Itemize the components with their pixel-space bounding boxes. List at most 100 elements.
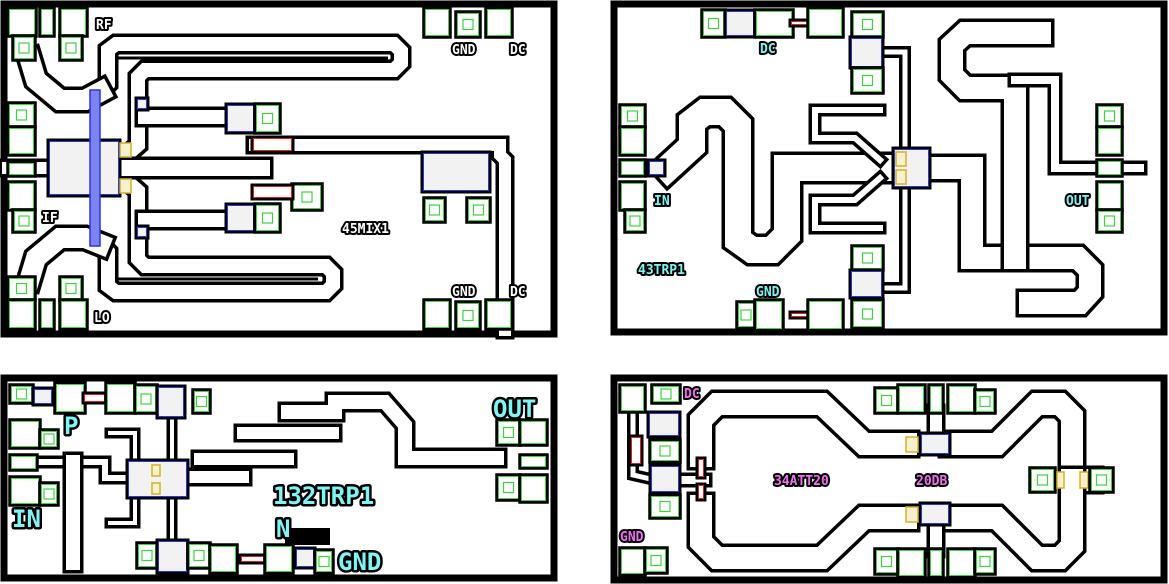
bond-pad-metal (41, 301, 53, 328)
via-icon (65, 282, 77, 295)
bond-pad-metal (621, 386, 644, 411)
bond-pad (8, 453, 39, 472)
via-icon (861, 252, 874, 264)
via-icon (659, 500, 671, 513)
via-icon (979, 555, 991, 568)
via-icon (428, 204, 441, 216)
panel-45mix1-labels: RF GND DC IF 45MIX1 GND DC LO (40, 16, 528, 328)
lo-hairpin-trace (90, 174, 340, 299)
bond-pad-metal (457, 13, 479, 36)
bond-pad (191, 388, 212, 415)
via-icon (979, 395, 991, 408)
label-in: IN (12, 505, 41, 533)
bond-pad (454, 300, 482, 331)
resistor-device (918, 501, 952, 527)
bias-line-trace (630, 409, 658, 483)
bond-pad-metal (809, 301, 842, 329)
bond-pad-metal (14, 37, 34, 59)
bond-pad-metal (809, 9, 842, 36)
bond-pad (518, 418, 549, 447)
bond-pad (648, 438, 682, 464)
bond-pad (484, 298, 514, 331)
label-n: N (276, 515, 290, 543)
bond-pad-metal (9, 301, 34, 328)
bond-pad (753, 8, 795, 39)
bond-pad (618, 546, 647, 577)
via-icon (65, 42, 77, 54)
bond-pad (927, 383, 945, 415)
via-icon (261, 112, 274, 125)
bond-pad (495, 418, 522, 447)
bond-pad-metal (756, 301, 782, 329)
resistor-film (253, 186, 292, 198)
panel-34att20-labels: DC GND 34ATT20 20DB (618, 385, 949, 547)
bond-pad (208, 543, 239, 575)
via-connector (151, 482, 161, 495)
bond-pad (618, 180, 647, 212)
rf-hairpin-trace (90, 37, 408, 162)
resistor-device-edge (921, 504, 949, 524)
bond-pad (850, 298, 885, 330)
bond-pad (484, 6, 514, 39)
bond-pad-metal (651, 496, 679, 517)
label-attenuation: 20DB (916, 474, 947, 489)
bond-pad (618, 103, 647, 129)
via-icon (740, 309, 752, 321)
via-icon (880, 394, 893, 407)
label-gnd: GND (620, 530, 644, 545)
label-gnd: GND (338, 548, 381, 576)
mixer-diode-block-edge (49, 141, 119, 195)
label-gnd-bottom: GND (452, 285, 476, 300)
bond-pad (927, 547, 945, 579)
stub-trace (108, 496, 137, 525)
via-icon (140, 393, 152, 405)
via-icon (15, 282, 28, 295)
bond-pad-metal (1098, 161, 1121, 175)
via-icon (195, 395, 208, 408)
bond-pad-metal (61, 37, 81, 59)
bond-pad-metal (621, 128, 644, 154)
bond-pad (946, 383, 977, 415)
bond-pad-metal (487, 301, 511, 328)
bond-pad (1095, 208, 1124, 234)
bond-pad (133, 383, 159, 415)
label-p: P (64, 412, 78, 440)
via-icon (861, 308, 874, 320)
bond-pad-metal (11, 456, 36, 469)
bond-pad-metal (425, 199, 444, 221)
bond-pad (896, 547, 927, 579)
bond-pad-metal (1098, 211, 1121, 231)
capacitor (848, 268, 885, 300)
bond-pad-metal (41, 484, 57, 504)
bond-pad-metal (9, 163, 34, 175)
via-icon (707, 17, 720, 30)
capacitor-edge (649, 413, 679, 436)
chip-title-34att20: 34ATT20 (774, 474, 829, 489)
via-connector (905, 506, 919, 523)
bond-pad (618, 158, 647, 178)
bond-pad-metal (266, 546, 292, 572)
bond-pad-metal (930, 386, 942, 412)
bond-pad-metal (521, 456, 546, 467)
stub-trace (108, 431, 137, 462)
bond-pad (465, 196, 492, 224)
via-icon (43, 433, 55, 445)
airbridge-bar (89, 89, 101, 247)
bond-pad (290, 182, 324, 212)
bond-pad (253, 102, 282, 135)
via-icon (15, 388, 28, 400)
bond-pad-metal (256, 105, 279, 132)
capacitor (648, 463, 682, 495)
via-connector (119, 142, 132, 158)
panel-43trp1-labels: DC IN 43TRP1 GND OUT (636, 40, 1092, 302)
bond-pad (700, 8, 727, 39)
label-gnd: GND (756, 285, 780, 300)
bond-pad (422, 6, 452, 39)
capacitor-edge (34, 389, 52, 404)
bond-pad (518, 473, 549, 504)
capacitor (224, 102, 257, 135)
bond-pad-metal (256, 205, 279, 231)
bond-pad-metal (9, 128, 34, 154)
